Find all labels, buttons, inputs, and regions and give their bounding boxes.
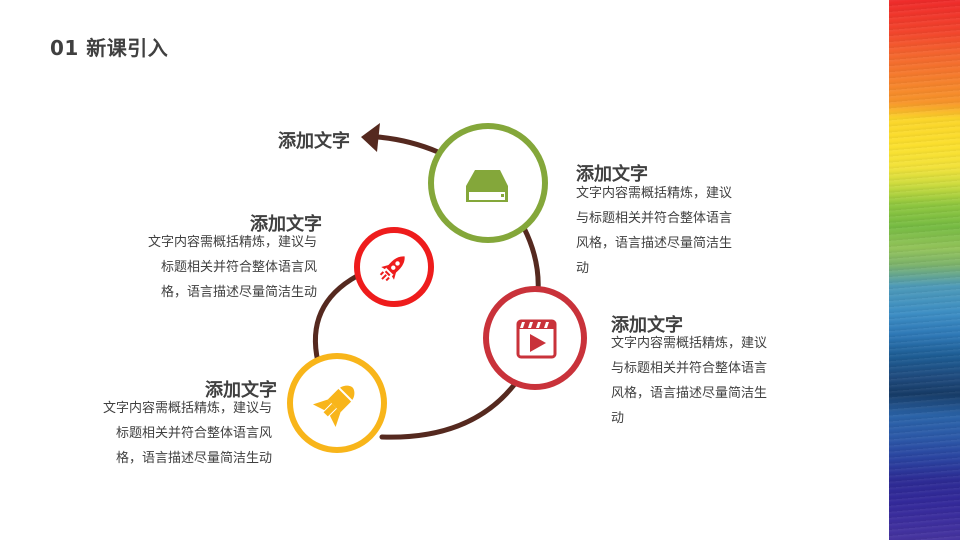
body-line: 风格，语言描述尽量简洁生: [611, 386, 768, 401]
watercolor-texture: [889, 0, 960, 540]
item-red-body: 文字内容需概括精炼，建议与 标题相关并符合整体语言风 格，语言描述尽量简洁生动: [100, 230, 317, 305]
circle-green[interactable]: [428, 123, 548, 243]
arrowhead-icon: [361, 123, 380, 152]
item-red-heading: 添加文字: [250, 214, 322, 235]
item-yellow-body: 文字内容需概括精炼，建议与 标题相关并符合整体语言风 格，语言描述尽量简洁生动: [55, 396, 272, 471]
item-green-body: 文字内容需概括精炼，建议 与标题相关并符合整体语言 风格，语言描述尽量简洁生 动: [576, 181, 732, 281]
page-title: 01 新课引入: [50, 36, 169, 60]
body-line: 文字内容需概括精炼，建议与: [147, 235, 317, 250]
body-line: 风格，语言描述尽量简洁生: [576, 236, 733, 251]
circle-red[interactable]: [354, 227, 434, 307]
arrow-label-heading: 添加文字: [278, 131, 350, 152]
rocket-icon: [379, 256, 405, 282]
body-line: 文字内容需概括精炼，建议: [576, 186, 733, 201]
item-green-heading: 添加文字: [576, 164, 648, 185]
item-yellow-heading: 添加文字: [205, 380, 277, 401]
video-clapper-icon: [516, 319, 557, 359]
body-line: 动: [611, 411, 625, 426]
missile-icon: [312, 385, 355, 428]
circle-yellow[interactable]: [287, 353, 387, 453]
item-crimson-body: 文字内容需概括精炼，建议 与标题相关并符合整体语言 风格，语言描述尽量简洁生 动: [611, 331, 767, 431]
body-line: 与标题相关并符合整体语言: [576, 211, 733, 226]
body-line: 格，语言描述尽量简洁生动: [115, 451, 272, 466]
body-line: 标题相关并符合整体语言风: [115, 426, 272, 441]
hard-drive-icon: [466, 170, 508, 202]
body-line: 格，语言描述尽量简洁生动: [160, 285, 317, 300]
body-line: 与标题相关并符合整体语言: [611, 361, 768, 376]
circle-crimson[interactable]: [483, 286, 587, 390]
body-line: 文字内容需概括精炼，建议: [611, 336, 768, 351]
watercolor-rainbow-stripe: [889, 0, 960, 540]
spiral-path: [312, 134, 541, 440]
item-crimson-heading: 添加文字: [611, 315, 683, 336]
body-line: 动: [576, 261, 590, 276]
body-line: 标题相关并符合整体语言风: [160, 260, 317, 275]
body-line: 文字内容需概括精炼，建议与: [102, 401, 272, 416]
